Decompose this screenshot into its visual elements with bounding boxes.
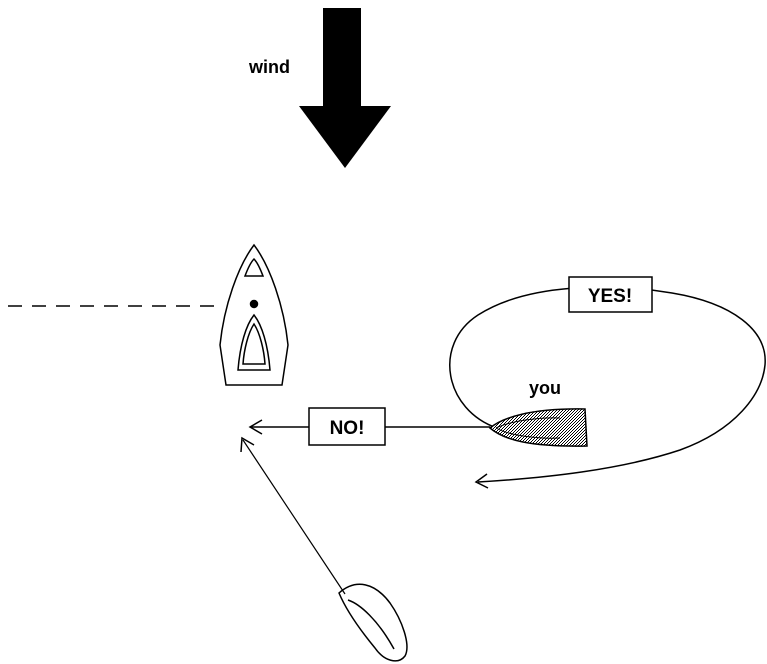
wind-arrow-icon: [299, 8, 391, 168]
your-boat-icon: [488, 408, 588, 447]
no-label: NO!: [330, 418, 365, 439]
you-label: you: [529, 378, 561, 398]
wind-label: wind: [248, 57, 290, 77]
yes-loop-path: [449, 286, 766, 483]
loop-arrowhead-icon: [474, 473, 489, 489]
yes-label: YES!: [588, 286, 632, 307]
no-box: NO!: [308, 407, 386, 446]
approach-track-line: [242, 439, 346, 595]
top-boat-icon: [219, 243, 289, 386]
no-arrowhead-icon: [248, 419, 263, 435]
yes-box: YES!: [568, 276, 653, 313]
bottom-boat-icon: [338, 583, 408, 662]
track-arrowhead-icon: [240, 436, 255, 453]
